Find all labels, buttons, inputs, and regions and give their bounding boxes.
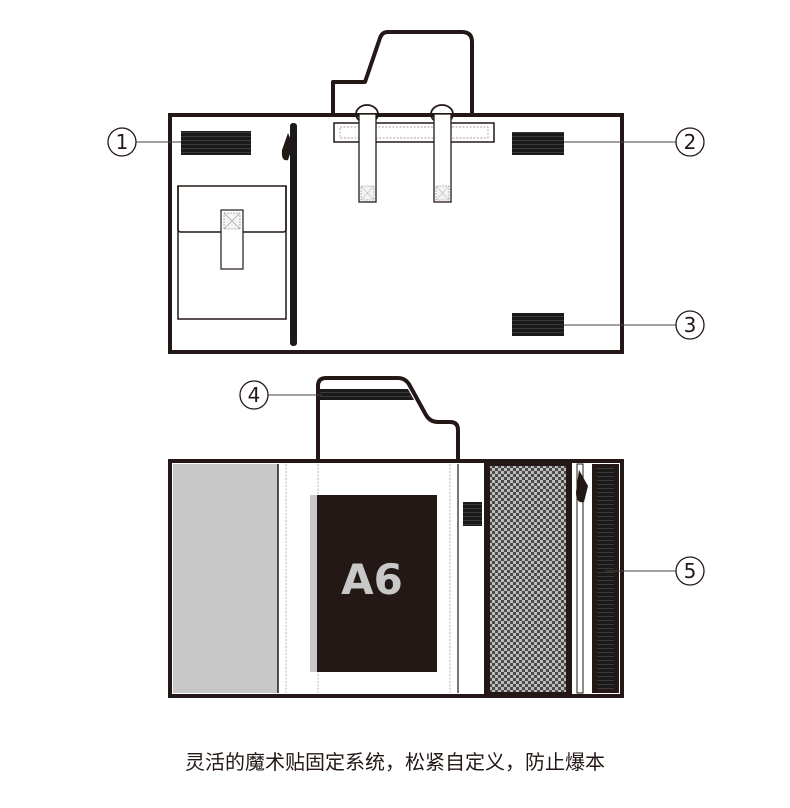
a6-notebook: A6 <box>310 495 437 672</box>
velcro-strip-2 <box>512 132 564 155</box>
callout-2: 2 <box>564 127 705 157</box>
callout-4: 4 <box>239 380 322 410</box>
strap-right <box>433 113 452 203</box>
velcro-strip-3 <box>512 313 564 336</box>
callout-5: 5 <box>605 556 705 586</box>
webbing-band <box>333 122 495 143</box>
strap-left <box>358 113 377 203</box>
velcro-strip-1 <box>181 131 251 155</box>
a6-label: A6 <box>341 555 403 604</box>
feature-caption: 灵活的魔术贴固定系统，松紧自定义，防止爆本 <box>185 750 605 774</box>
svg-text:2: 2 <box>684 130 697 154</box>
vertical-zipper <box>281 123 297 346</box>
velcro-tab <box>463 502 482 526</box>
top-organizer <box>168 30 624 354</box>
gray-panel <box>173 464 278 693</box>
bottom-handle <box>316 376 460 461</box>
callout-3: 3 <box>564 310 705 340</box>
callout-1: 1 <box>107 127 181 157</box>
svg-text:5: 5 <box>684 559 697 583</box>
svg-text:3: 3 <box>684 313 697 337</box>
zipper-pull-right <box>576 463 588 694</box>
svg-text:1: 1 <box>116 130 129 154</box>
bottom-organizer: A6 <box>168 376 624 698</box>
flap-pocket <box>177 185 287 320</box>
top-handle <box>331 30 474 115</box>
handle-velcro-wrap <box>320 389 414 400</box>
right-zipper-track <box>592 464 619 693</box>
svg-text:4: 4 <box>248 383 261 407</box>
mesh-pocket <box>484 462 572 696</box>
